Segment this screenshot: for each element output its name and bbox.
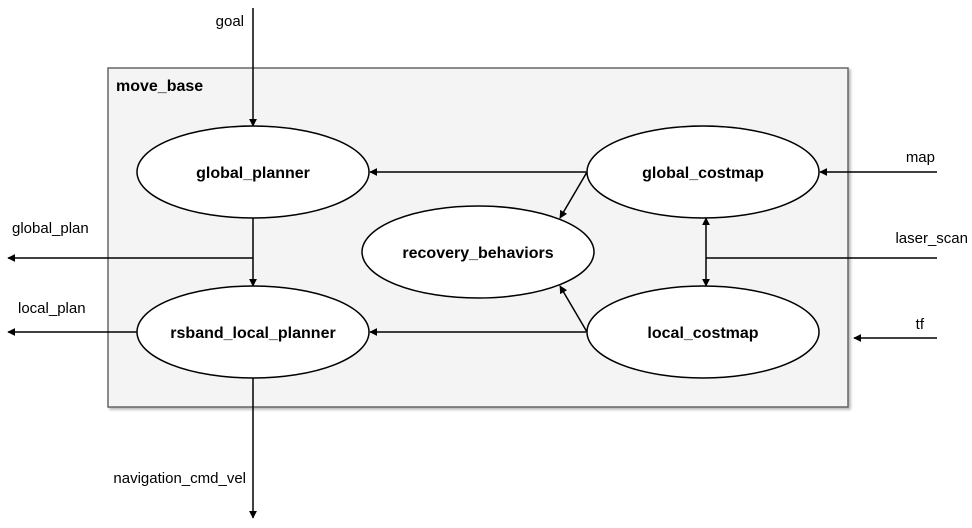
label-global-plan: global_plan — [12, 220, 89, 237]
node-local-costmap: local_costmap — [586, 285, 820, 379]
edge-local-costmap-to-recovery — [559, 285, 588, 333]
container-title: move_base — [116, 78, 203, 95]
node-global-planner-label: global_planner — [196, 165, 310, 182]
label-map: map — [906, 149, 935, 166]
label-navigation-cmd-vel: navigation_cmd_vel — [113, 470, 246, 487]
label-laser-scan: laser_scan — [895, 230, 968, 247]
node-global-planner: global_planner — [136, 125, 370, 219]
edge-costmap-to-recovery — [559, 171, 588, 219]
node-rsband-local-planner: rsband_local_planner — [136, 285, 370, 379]
node-rsband-local-planner-label: rsband_local_planner — [170, 325, 335, 342]
label-goal: goal — [216, 13, 244, 30]
node-global-costmap: global_costmap — [586, 125, 820, 219]
label-local-plan: local_plan — [18, 300, 86, 317]
node-global-costmap-label: global_costmap — [642, 165, 764, 182]
node-recovery-behaviors-label: recovery_behaviors — [402, 245, 553, 262]
node-recovery-behaviors: recovery_behaviors — [361, 205, 595, 299]
label-tf: tf — [916, 316, 925, 333]
node-local-costmap-label: local_costmap — [647, 325, 758, 342]
